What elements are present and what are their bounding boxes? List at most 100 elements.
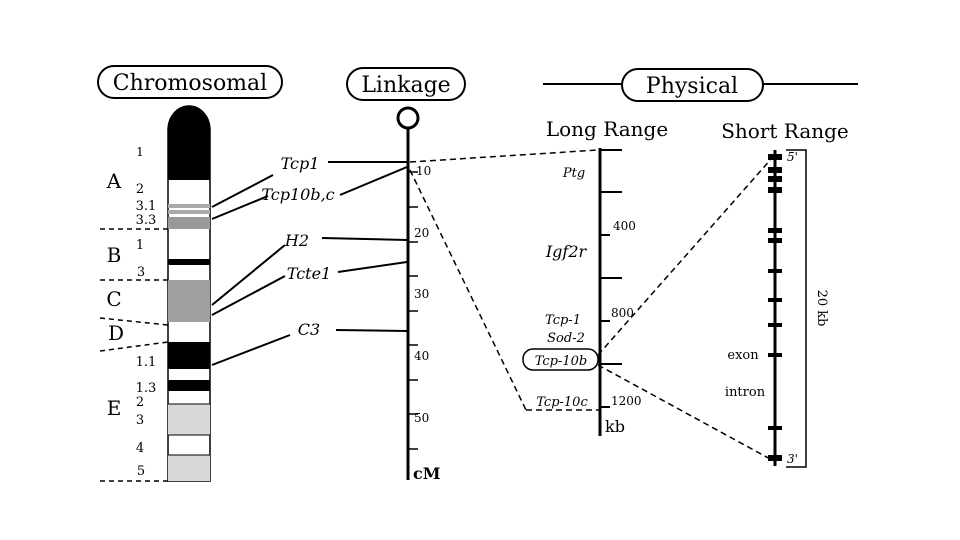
c3-connector [211, 334, 291, 366]
band-number: 1.1 [136, 355, 157, 370]
c3-pointer [335, 329, 408, 332]
tcp1-connector [211, 174, 274, 208]
band-E3 [168, 404, 210, 435]
long-range-unit-label: kb [605, 417, 625, 436]
exon-block [768, 323, 782, 327]
tcp10bc-pointer [339, 166, 408, 196]
band-number: 3.3 [136, 213, 157, 228]
three-prime-end-label: 3' [787, 452, 798, 466]
linkage-gene-label: Tcte1 [287, 264, 331, 283]
linkage-expansion-lines [409, 149, 600, 411]
linkage-tick-label: 40 [414, 349, 429, 363]
band-A3-3 [168, 217, 210, 229]
linkage-gene-pointers [321, 161, 408, 332]
long-range-ticks [600, 149, 622, 408]
exon-block [768, 426, 782, 430]
linkage-gene-label: C3 [298, 320, 320, 339]
exon-block [768, 176, 782, 182]
linkage-gene-label: H2 [284, 231, 309, 250]
physical-header: Physical [646, 74, 738, 99]
band-C [168, 280, 210, 322]
linkage-unit-label: cM [413, 464, 440, 483]
expansion-bottom [409, 169, 527, 411]
exon-blocks [768, 154, 782, 461]
chromosome-ideogram [167, 105, 211, 482]
long-range-gene-label: Tcp-1 [545, 313, 581, 328]
band-A3-1 [168, 204, 210, 208]
linkage-map: 10 20 30 40 50 cM [396, 106, 440, 483]
exon-block [768, 298, 782, 302]
linkage-tick-label: 20 [414, 226, 429, 240]
exon-block [768, 167, 782, 173]
band-A3-2 [168, 210, 210, 214]
tcte1-pointer [337, 261, 408, 273]
band-E5 [168, 455, 210, 481]
centromere-band [168, 106, 210, 180]
long-range-gene-label: Tcp-10c [536, 395, 588, 410]
band-number: 1.3 [136, 381, 157, 396]
expansion-short-bottom [597, 364, 773, 461]
h2-connector [211, 244, 286, 306]
region-label: A [106, 169, 122, 193]
short-range-expansion-lines [597, 157, 773, 461]
chromosome-gene-connectors [211, 174, 291, 366]
expansion-top [409, 149, 599, 163]
long-range-gene-label: Igf2r [545, 242, 588, 261]
band-number: 1 [136, 238, 144, 253]
long-range-gene-label: Tcp-10b [535, 354, 588, 369]
tcp10bc-connector [211, 195, 269, 220]
band-number: 3.1 [136, 199, 157, 214]
long-range-header: Long Range [546, 117, 668, 141]
linkage-header-box [346, 67, 466, 101]
tcp10b-highlight-box [522, 348, 599, 371]
exon-block [768, 269, 782, 273]
short-range-header: Short Range [721, 119, 849, 143]
centromere-circle [396, 106, 420, 130]
scale-bracket [786, 149, 807, 468]
linkage-header: Linkage [361, 73, 450, 98]
region-label: E [107, 396, 122, 420]
linkage-tick-label: 50 [414, 411, 429, 425]
five-prime-end-label: 5' [787, 150, 798, 164]
exon-block [768, 455, 782, 461]
linkage-ticks [408, 171, 418, 450]
chromosomal-header: Chromosomal [113, 71, 267, 96]
band-number: 5 [137, 464, 145, 479]
boundary-C-D [99, 317, 169, 326]
long-range-tick-label: 400 [613, 219, 636, 233]
band-number: 3 [136, 413, 144, 428]
exon-block [768, 187, 782, 193]
exon-block [768, 238, 782, 243]
long-range-tick-label: 800 [611, 306, 634, 320]
long-range-gene-label: Ptg [562, 166, 585, 181]
tcte1-connector [211, 275, 286, 316]
band-number: 1 [136, 145, 144, 159]
linkage-tick-label: 30 [414, 287, 429, 301]
band-number: 4 [136, 441, 144, 456]
long-range-tick-label: 1200 [611, 394, 642, 408]
short-range-scale-label: 20 kb [814, 290, 829, 327]
long-range-map: 400 800 1200 kb Ptg Igf2r Tcp-1 Sod-2 Tc… [522, 148, 642, 436]
linkage-gene-label: Tcp1 [281, 154, 320, 173]
expansion-short-top [597, 157, 773, 356]
physical-header-box [621, 68, 764, 102]
exon-block [768, 353, 782, 357]
long-range-gene-label: Sod-2 [547, 331, 585, 346]
linkage-gene-label: Tcp10b,c [261, 185, 334, 204]
band-number: 2 [136, 395, 144, 410]
intron-label: intron [725, 385, 766, 400]
boundary-D-E [99, 341, 169, 352]
exon-label: exon [727, 348, 759, 363]
band-E1-3 [168, 380, 210, 391]
region-label: B [107, 243, 122, 267]
band-B2 [168, 259, 210, 265]
band-number: 3 [137, 265, 145, 280]
region-label: C [106, 287, 121, 311]
region-boundaries [99, 228, 169, 482]
chromosomal-header-box [97, 65, 283, 99]
linkage-tick-label: 10 [416, 164, 431, 178]
region-label: D [108, 321, 124, 345]
exon-block [768, 228, 782, 233]
